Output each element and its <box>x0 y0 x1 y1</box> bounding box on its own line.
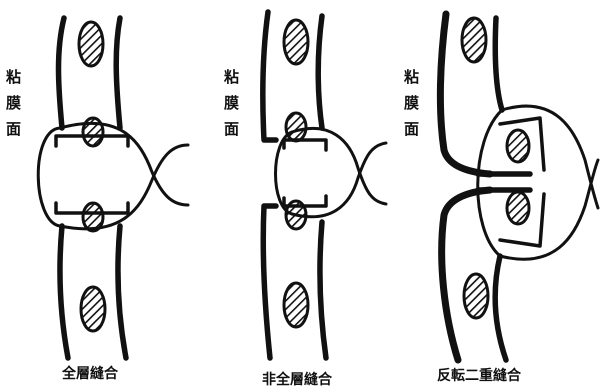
mucosa-side-label: 粘 膜 面 <box>404 68 419 138</box>
panel-partial-thickness-suture: 粘 膜 面 非全層縫合 <box>224 12 386 386</box>
vessel-lower-cut <box>507 192 529 224</box>
outer-wall-lower-right <box>320 222 326 358</box>
mucosa-side-label: 粘 膜 面 <box>224 68 239 138</box>
suture <box>478 106 598 259</box>
side-label-char-1: 粘 <box>404 68 419 86</box>
side-label-char-2: 膜 <box>6 94 21 112</box>
side-label-char-3: 面 <box>6 120 21 138</box>
caption-inverted-double: 反転二重縫合 <box>437 367 522 384</box>
vessel-bottom <box>284 283 308 327</box>
vessel-top <box>462 18 486 62</box>
inner-wall-lower-left <box>60 226 68 358</box>
inner-wall-upper-left <box>59 18 65 128</box>
side-label-char-3: 面 <box>224 120 239 138</box>
panel-inverted-double-suture: 粘 膜 面 反転二重縫合 <box>404 14 598 384</box>
inverted-mucosa-edges <box>478 174 530 190</box>
outer-wall-lower-right <box>118 226 126 358</box>
stitch-lower-bracket <box>284 196 326 206</box>
inner-wall-upper-left <box>263 12 276 140</box>
mucosa-side-label: 粘 膜 面 <box>6 68 21 138</box>
inner-wall-lower-left <box>263 206 276 358</box>
side-label-char-1: 粘 <box>224 68 239 86</box>
stitch-upper-bracket <box>284 140 326 150</box>
suture <box>38 123 188 228</box>
blood-vessels <box>79 22 105 331</box>
outer-wall-lower-right <box>495 256 506 360</box>
vessel-upper-cut <box>507 130 529 162</box>
panel-full-thickness-suture: 粘 膜 面 全層縫合 <box>6 18 188 382</box>
vessel-upper-cut <box>286 113 306 141</box>
side-label-char-2: 膜 <box>404 94 419 112</box>
caption-partial-thickness: 非全層縫合 <box>262 371 333 386</box>
thread-lower-strand <box>60 145 188 229</box>
outer-wall-upper-right <box>116 18 120 128</box>
vessel-top <box>79 22 103 66</box>
outer-seromuscular-left <box>478 110 502 256</box>
inner-wall-lower-left <box>442 190 490 360</box>
outer-wall-upper-right <box>318 16 322 128</box>
side-label-char-1: 粘 <box>6 68 21 86</box>
vessel-top <box>284 20 308 64</box>
side-label-char-3: 面 <box>404 120 419 138</box>
vessel-bottom <box>464 274 488 318</box>
side-label-char-2: 膜 <box>224 94 239 112</box>
vessel-bottom <box>81 287 105 331</box>
outer-wall-upper-right <box>495 18 502 110</box>
blood-vessels <box>284 20 308 327</box>
caption-full-thickness: 全層縫合 <box>61 365 119 382</box>
